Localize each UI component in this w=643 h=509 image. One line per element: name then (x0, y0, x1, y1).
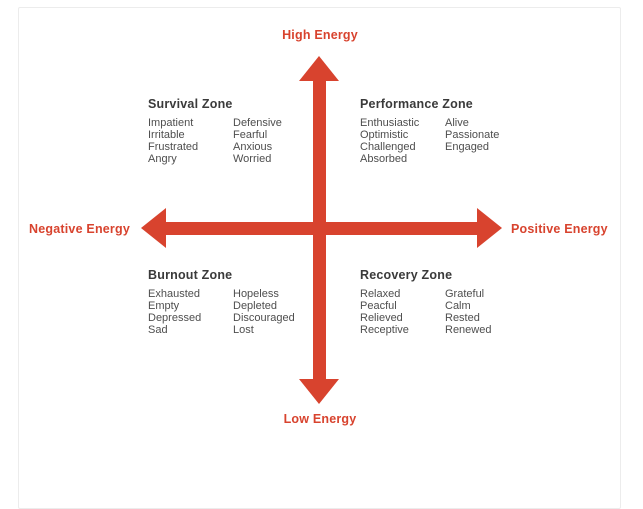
emotion-word: Enthusiastic (360, 117, 420, 130)
emotion-word: Anxious (233, 141, 273, 153)
quadrant-survival-zone: Survival Zone Impatient Irritable Frustr… (148, 97, 282, 166)
emotion-word: Relieved (360, 312, 403, 324)
zone-word-column: Grateful Calm Rested Renewed (445, 289, 491, 336)
emotion-word: Depleted (233, 300, 278, 313)
emotion-word: Optimistic (360, 129, 409, 142)
quadrant-recovery-zone: Recovery Zone Relaxed Peacful Relieved R… (360, 268, 491, 337)
emotion-word: Absorbed (360, 152, 408, 165)
zone-word-column: Enthusiastic Optimistic Challenged Absor… (360, 118, 445, 165)
emotion-word: Rested (445, 312, 480, 324)
emotion-word: Renewed (445, 323, 492, 336)
quadrant-burnout-zone: Burnout Zone Exhausted Empty Depressed S… (148, 268, 295, 337)
zone-title: Survival Zone (148, 97, 233, 111)
emotion-word: Passionate (445, 129, 500, 142)
axis-label-low-energy: Low Energy (283, 412, 357, 426)
emotion-word: Impatient (148, 117, 194, 130)
arrowhead-up-icon (299, 56, 339, 81)
emotion-word: Lost (233, 323, 254, 336)
quadrant-performance-zone: Performance Zone Enthusiastic Optimistic… (360, 97, 499, 166)
zone-word-column: Impatient Irritable Frustrated Angry (148, 118, 233, 165)
zone-word-column: Defensive Fearful Anxious Worried (233, 118, 282, 165)
zone-word-column: Exhausted Empty Depressed Sad (148, 289, 233, 336)
emotion-word: Defensive (233, 117, 282, 130)
emotion-word: Alive (445, 117, 469, 130)
arrowhead-left-icon (141, 208, 166, 248)
emotion-word: Hopeless (233, 288, 279, 301)
emotion-word: Angry (148, 152, 177, 165)
axis-label-high-energy: High Energy (282, 28, 358, 42)
zone-word-column: Relaxed Peacful Relieved Receptive (360, 289, 445, 336)
emotion-word: Grateful (445, 288, 485, 301)
emotion-word: Exhausted (148, 288, 200, 301)
axis-label-positive-energy: Positive Energy (511, 222, 608, 236)
zone-word-column: Hopeless Depleted Discouraged Lost (233, 289, 295, 336)
zone-title: Burnout Zone (148, 268, 233, 282)
emotion-word: Fearful (233, 129, 268, 142)
zone-title: Recovery Zone (360, 268, 453, 282)
emotion-word: Sad (148, 323, 168, 336)
emotion-word: Worried (233, 152, 272, 165)
emotion-word: Engaged (445, 141, 490, 153)
arrowhead-right-icon (477, 208, 502, 248)
emotion-word: Peacful (360, 300, 397, 313)
emotion-word: Discouraged (233, 312, 295, 324)
arrowhead-down-icon (299, 379, 339, 404)
emotion-word: Frustrated (148, 141, 199, 153)
emotion-word: Receptive (360, 323, 409, 336)
horizontal-axis-shaft (160, 222, 480, 235)
axis-label-negative-energy: Negative Energy (29, 222, 130, 236)
zone-word-column: Alive Passionate Engaged (445, 118, 499, 165)
emotion-word: Calm (445, 300, 471, 313)
emotion-word: Depressed (148, 312, 202, 324)
zone-title: Performance Zone (360, 97, 473, 111)
emotion-word: Irritable (148, 129, 185, 142)
emotion-word: Relaxed (360, 288, 401, 301)
emotion-word: Challenged (360, 141, 416, 153)
emotion-word: Empty (148, 300, 180, 313)
